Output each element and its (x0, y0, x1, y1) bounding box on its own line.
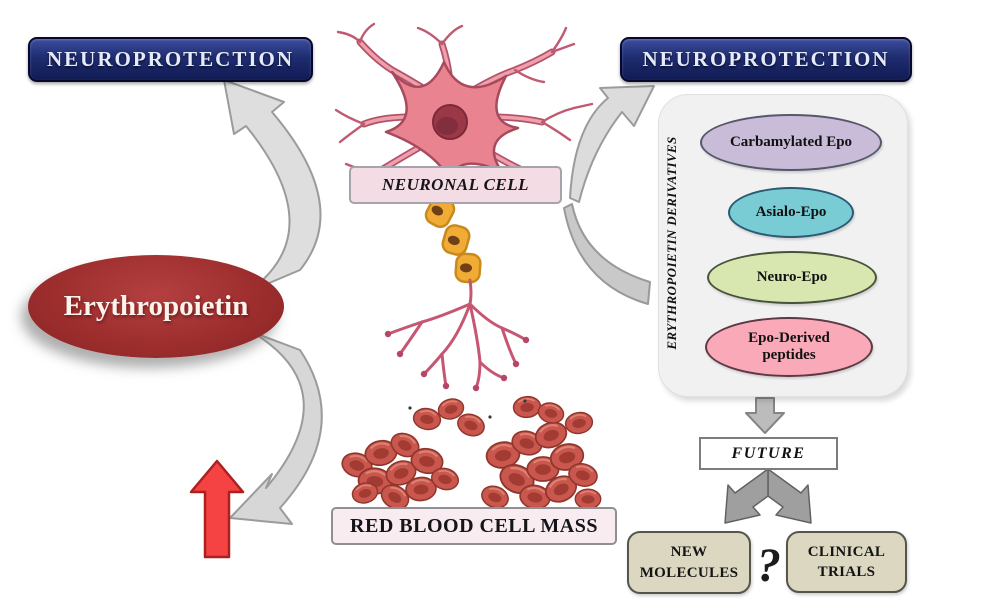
neuroprotection-box-left: NEUROPROTECTION (28, 37, 313, 82)
derivative-label: Neuro-Epo (756, 269, 828, 286)
specks (408, 399, 527, 419)
rbc-left-cluster (338, 428, 462, 515)
nucleus-shade (436, 117, 458, 135)
curved-arrow-down-left-icon (229, 331, 323, 525)
derivative-carbamylated-epo: Carbamylated Epo (700, 114, 882, 171)
new-molecules-label: NEW MOLECULES (639, 544, 739, 581)
derivative-neuro-epo: Neuro-Epo (707, 251, 877, 304)
new-molecules-box: NEW MOLECULES (627, 531, 751, 594)
erythropoietin-ellipse: Erythropoietin (28, 255, 284, 358)
clinical-trials-label: CLINICAL TRIALS (807, 543, 886, 580)
terminal-bulbs (384, 330, 530, 392)
myelin-segments (424, 195, 482, 284)
derivatives-panel-title: ERYTHROPOIETIN DERIVATIVES (664, 136, 679, 350)
neuroprotection-left-label: NEUROPROTECTION (46, 47, 295, 71)
derivative-label: Epo-Derived peptides (748, 330, 830, 363)
neuroprotection-right-label: NEUROPROTECTION (642, 47, 890, 71)
neuronal-cell-text: NEURONAL CELL (381, 175, 530, 194)
future-box: FUTURE (699, 437, 838, 470)
rbc-right-cluster (477, 394, 602, 513)
neuronal-cell-label: NEURONAL CELL (349, 166, 562, 204)
question-mark-glyph: ? (757, 538, 781, 592)
curved-arrow-up-left-icon (223, 79, 322, 293)
derivative-label: Asialo-Epo (755, 204, 827, 221)
derivative-label: Carbamylated Epo (729, 134, 853, 151)
derivative-asialo-epo: Asialo-Epo (728, 187, 854, 238)
clinical-trials-box: CLINICAL TRIALS (786, 531, 907, 593)
neuroprotection-box-right: NEUROPROTECTION (620, 37, 912, 82)
question-mark: ? (748, 534, 790, 596)
future-label: FUTURE (731, 444, 806, 462)
down-block-arrow-icon (745, 397, 785, 434)
red-blood-cell-mass-text: RED BLOOD CELL MASS (350, 514, 598, 537)
split-arrow-left-icon (724, 468, 769, 524)
derivative-epo-derived-peptides: Epo-Derived peptides (705, 317, 873, 377)
curved-arrow-from-panel-icon (563, 203, 651, 305)
rbc-scatter (411, 395, 489, 441)
increase-arrow-icon (189, 459, 245, 559)
axon-terminals (386, 278, 528, 390)
split-arrow-right-icon (767, 468, 812, 524)
neuron-cell-illustration (334, 22, 594, 392)
curved-arrow-up-right-icon (569, 85, 655, 203)
red-blood-cell-mass-label: RED BLOOD CELL MASS (331, 507, 617, 545)
red-blood-cell-cluster-illustration (338, 394, 602, 515)
erythropoietin-label: Erythropoietin (63, 290, 249, 322)
